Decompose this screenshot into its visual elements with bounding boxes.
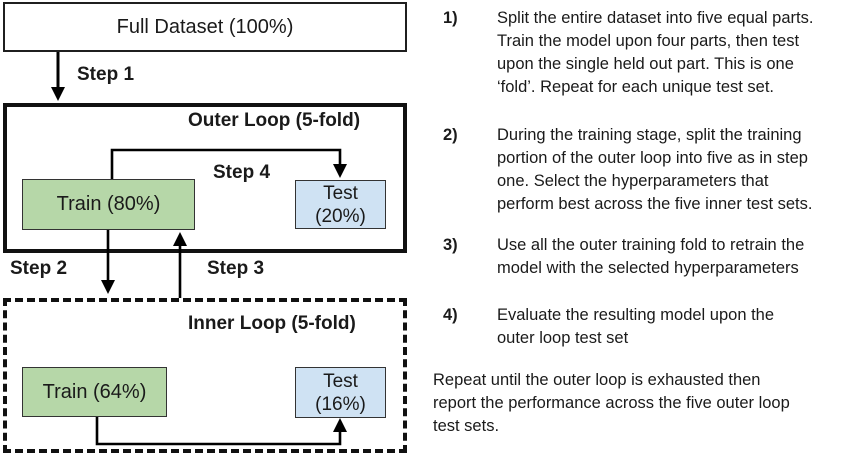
inner-loop-title: Inner Loop (5-fold) <box>188 313 356 334</box>
note-text: Use all the outer training fold to retra… <box>497 236 805 277</box>
full-dataset-box: Full Dataset (100%) <box>3 2 407 52</box>
step1-arrowhead <box>51 87 65 101</box>
note-item-2: 2) During the training stage, split the … <box>433 124 848 216</box>
note-number: 4) <box>443 306 458 324</box>
note-number: 1) <box>443 9 458 27</box>
outer-train-box: Train (80%) <box>22 179 195 230</box>
explanation-notes: 1) Split the entire dataset into five eq… <box>433 7 848 438</box>
inner-train-box: Train (64%) <box>22 367 167 417</box>
step1-label: Step 1 <box>77 64 135 85</box>
note-number: 2) <box>443 126 458 144</box>
step4-label: Step 4 <box>213 162 271 183</box>
step2-label: Step 2 <box>10 258 68 279</box>
outer-test-box: Test (20%) <box>295 180 386 229</box>
step3-label: Step 3 <box>207 258 265 279</box>
note-item-3: 3) Use all the outer training fold to re… <box>433 234 848 280</box>
note-text: Evaluate the resulting model upon the ou… <box>497 306 775 347</box>
outer-loop-title: Outer Loop (5-fold) <box>188 110 361 131</box>
notes-footer: Repeat until the outer loop is exhausted… <box>433 371 790 435</box>
inner-test-box: Test (16%) <box>295 367 386 418</box>
note-item-1: 1) Split the entire dataset into five eq… <box>433 7 848 99</box>
note-item-4: 4) Evaluate the resulting model upon the… <box>433 304 848 350</box>
note-text: During the training stage, split the tra… <box>497 126 813 213</box>
step2-arrowhead <box>101 280 115 294</box>
note-number: 3) <box>443 236 458 254</box>
note-text: Split the entire dataset into five equal… <box>497 9 814 96</box>
